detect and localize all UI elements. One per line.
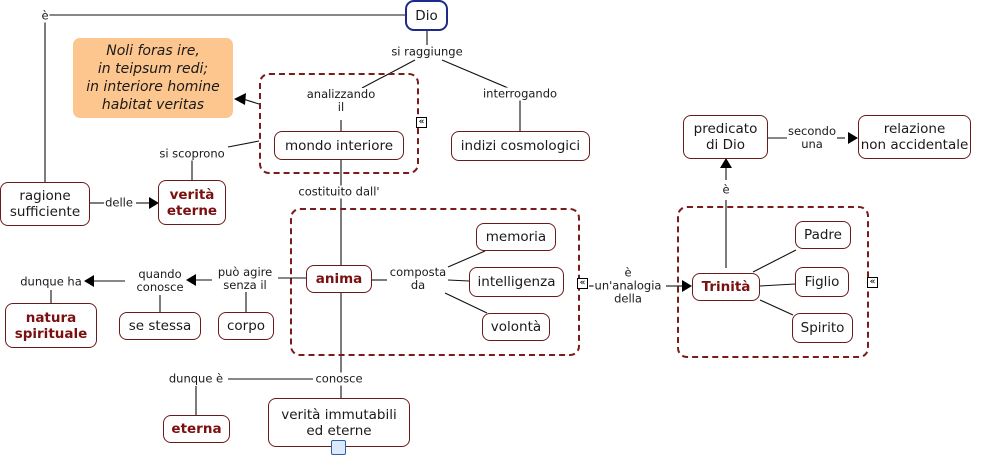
link-label-composta-da: composta da (388, 265, 448, 292)
arrowheads (84, 93, 858, 292)
link-label-costituito-dall: costituito dall' (297, 184, 381, 199)
arrowhead-quando (186, 274, 196, 286)
concept-anima[interactable]: anima (306, 265, 372, 293)
concept-verita-immutabili[interactable]: verità immutabili ed eterne (268, 398, 410, 447)
link-label-e-analogia: è un'analogia della (593, 265, 663, 306)
arrowhead-dunqueha (84, 275, 94, 287)
link-label-interrogando: interrogando (481, 86, 559, 101)
link-label-si-raggiunge: si raggiunge (390, 44, 464, 59)
arrowhead-quote (234, 93, 246, 105)
concept-predicato-di-dio[interactable]: predicato di Dio (683, 115, 768, 159)
link-label-quando-conosce: quando conosce (135, 267, 185, 294)
concept-memoria[interactable]: memoria (476, 223, 556, 251)
submap-icon[interactable] (331, 440, 346, 455)
arrowhead-predicato (720, 158, 732, 168)
concept-eterna[interactable]: eterna (163, 415, 230, 443)
concept-trinita[interactable]: Trinità (692, 273, 760, 301)
concept-ragione-sufficiente[interactable]: ragione sufficiente (0, 182, 90, 226)
concept-relazione-non-accidentale[interactable]: relazione non accidentale (858, 115, 971, 159)
collapse-icon[interactable]: « (867, 277, 878, 288)
concept-indizi-cosmologici[interactable]: indizi cosmologici (451, 131, 590, 161)
concept-padre[interactable]: Padre (795, 221, 851, 249)
link-label-e-predicato: è (721, 182, 731, 197)
link-label-dunque-ha: dunque ha (19, 274, 83, 289)
concept-corpo[interactable]: corpo (218, 312, 274, 340)
link-label-puo-agire: può agire senza il (216, 265, 274, 292)
concept-spirito[interactable]: Spirito (792, 313, 853, 343)
link-label-analizzando-il: analizzando il (305, 87, 377, 114)
arrowhead-relazione (848, 132, 858, 144)
arrowhead-trinita (682, 280, 692, 292)
link-label-secondo-una: secondo una (786, 124, 838, 151)
arrowhead-verita (149, 197, 159, 209)
concept-mondo-interiore[interactable]: mondo interiore (274, 131, 404, 160)
concept-intelligenza[interactable]: intelligenza (469, 267, 564, 297)
concept-natura-spirituale[interactable]: natura spirituale (5, 303, 97, 348)
concept-dio[interactable]: Dio (405, 0, 448, 31)
collapse-icon[interactable]: « (416, 117, 427, 128)
concept-volonta[interactable]: volontà (482, 313, 550, 341)
link-label-conosce: conosce (314, 371, 364, 386)
link-label-e: è (40, 8, 50, 23)
concept-quote[interactable]: Noli foras ire, in teipsum redi; in inte… (73, 38, 233, 118)
concept-figlio[interactable]: Figlio (795, 267, 849, 297)
link-label-delle: delle (104, 195, 134, 210)
link-label-si-scoprono: si scoprono (158, 146, 226, 161)
concept-se-stessa[interactable]: se stessa (119, 312, 201, 340)
concept-verita-eterne[interactable]: verità eterne (158, 180, 226, 225)
collapse-icon[interactable]: « (577, 278, 588, 289)
link-label-dunque-e: dunque è (167, 371, 225, 386)
